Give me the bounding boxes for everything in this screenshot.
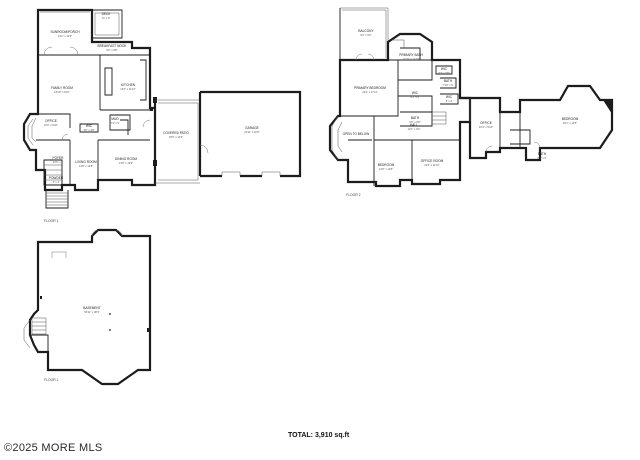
basement-plan: BASEMENT 53'11" x 38'1" FLOOR 1 (23, 228, 152, 386)
stairs-front (45, 190, 69, 209)
stairs-basement (31, 317, 47, 335)
dim-powder: 5' x 4' (53, 180, 60, 184)
label-sunroom: SUNROOM/PORCH (50, 30, 80, 34)
label-bedroom-2: BEDROOM (378, 163, 395, 167)
dim-bath-4: 8'2" x 5' (538, 156, 547, 160)
dim-office-2: 10'4" x 9'10" (479, 125, 493, 129)
dim-primary-bath: 12'10" x 12'10" (402, 57, 419, 61)
floor-2-plan: BALCONY 9'4" x 9'3" PRIMARY BATH 12'10" … (328, 7, 614, 197)
dim-hall: 13'1" x 9'4" (408, 127, 421, 131)
dim-family: 18'10" x 16'6" (54, 90, 70, 94)
dim-wic-4: 6'2" x 4' (411, 95, 420, 99)
label-dining: DINING ROOM (115, 157, 137, 161)
dim-dining: 13'8" x 12'9" (119, 161, 133, 165)
dim-sunroom: 13'1" x 12'9" (58, 34, 72, 38)
dim-basement: 53'11" x 38'1" (84, 310, 100, 314)
dim-covered-patio: 18'6" x 14'9" (169, 135, 183, 139)
dim-kitchen: 16'2" x 11'10" (120, 87, 136, 91)
dim-bedroom-2: 13'6" x 11'8" (379, 167, 393, 171)
label-wic-3: WIC (446, 95, 453, 99)
label-covered-patio: COVERED PATIO (163, 131, 189, 135)
dim-bath-2: 7'10" x 5' (443, 83, 454, 87)
dim-mud: 7'4" x 5' (111, 121, 120, 125)
label-breakfast: BREAKFAST NOOK (98, 44, 128, 48)
label-family: FAMILY ROOM (51, 86, 73, 90)
label-bath-2: BATH (444, 79, 453, 83)
label-bedroom-3: OFFICE ROOM (421, 159, 444, 163)
dim-primary-bedroom: 19'1" x 17'11" (362, 90, 378, 94)
label-office-2: OFFICE (480, 121, 492, 125)
label-hall: HALL (410, 123, 418, 127)
dim-balcony: 9'4" x 9'3" (360, 33, 371, 37)
watermark: ©2025 MORE MLS (4, 442, 103, 454)
label-mud: MUD (111, 117, 119, 121)
label-deck: DECK (102, 12, 112, 16)
label-balcony: BALCONY (358, 29, 374, 33)
label-bath-3: BATH (411, 116, 420, 120)
dim-wic-3: 5' x 4' (446, 99, 453, 103)
dim-garage: 22'11" x 22'6" (244, 130, 260, 134)
floor-1-plan: SUNROOM/PORCH 13'1" x 12'9" DECK 11' x 9… (22, 8, 302, 223)
dim-bath-3: 9'6" x 6'8" (409, 120, 420, 124)
label-wic-2: WIC (441, 67, 448, 71)
dim-wic-1: 4'9" x 3'8" (83, 128, 94, 132)
total-area: TOTAL: 3,910 sq.ft (288, 432, 350, 439)
label-living: LIVING ROOM (75, 160, 97, 164)
basement-caption: FLOOR 1 (44, 378, 59, 382)
label-bath-4: BATH (538, 152, 547, 156)
label-primary-bath: PRIMARY BATH (399, 53, 423, 57)
label-basement: BASEMENT (83, 306, 101, 310)
dim-foyer: 12'6" x 9' (53, 160, 64, 164)
dim-living: 13'8" x 12'8" (79, 164, 93, 168)
stairs-interior (43, 159, 63, 186)
dim-bedroom-3: 12'6" x 11'10" (424, 163, 440, 167)
label-kitchen: KITCHEN (121, 83, 136, 87)
dim-office-1: 11'9" x 9'10" (44, 123, 58, 127)
label-garage: GARAGE (245, 126, 259, 130)
dim-wic-2: 9'3" x 5'8" (438, 71, 449, 75)
label-office-1: OFFICE (45, 119, 57, 123)
floor-1-caption: FLOOR 1 (44, 219, 59, 223)
label-powder: POWDER (49, 176, 64, 180)
label-bedroom-big: BEDROOM (562, 117, 579, 121)
label-wic-4: WIC (412, 91, 419, 95)
label-open-below: OPEN TO BELOW (343, 132, 370, 136)
label-primary-bedroom: PRIMARY BEDROOM (354, 86, 386, 90)
dim-bedroom-big: 20'1" x 14'5" (563, 121, 577, 125)
dim-deck: 11' x 9' (102, 16, 110, 20)
floor-2-caption: FLOOR 2 (346, 193, 361, 197)
dim-breakfast: 9'6" x 8'8" (106, 48, 117, 52)
label-foyer: FOYER (53, 156, 65, 160)
label-wic-1: WIC (86, 124, 93, 128)
